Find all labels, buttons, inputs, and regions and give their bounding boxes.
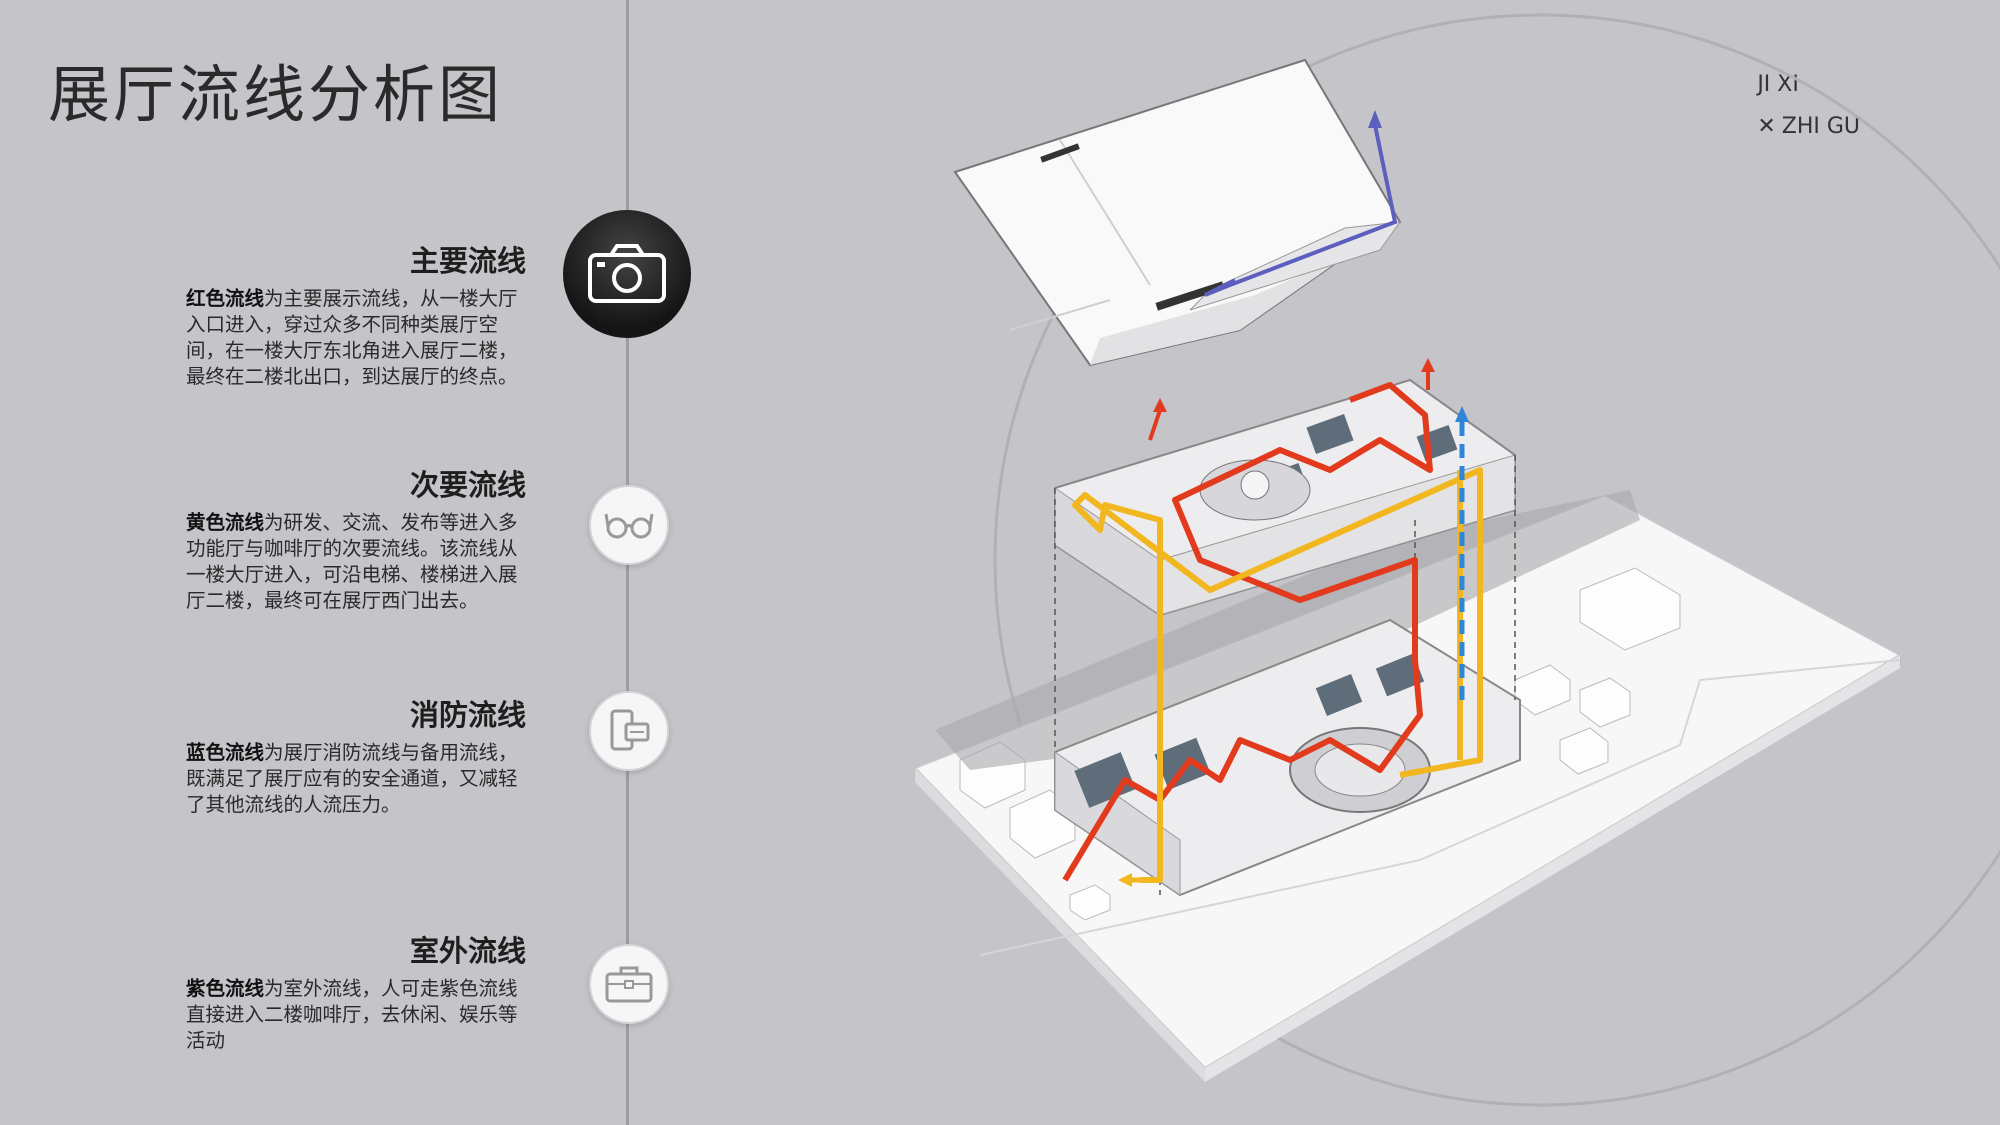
brand-line-2: ZHI GU xyxy=(1781,114,1860,139)
section-heading: 次要流线 xyxy=(409,468,526,502)
section-node-fire[interactable] xyxy=(589,691,669,771)
briefcase-icon xyxy=(605,966,653,1003)
camera-icon xyxy=(588,244,666,303)
section-text: 为主要展示流线，从一楼大厅入口进入，穿过众多不同种类展厅空间，在一楼大厅东北角进… xyxy=(186,287,518,388)
section-main-route: 主要流线 红色流线为主要展示流线，从一楼大厅入口进入，穿过众多不同种类展厅空间，… xyxy=(186,238,526,390)
section-body: 黄色流线为研发、交流、发布等进入多功能厅与咖啡厅的次要流线。该流线从一楼大厅进入… xyxy=(186,510,526,614)
section-body: 紫色流线为室外流线，人可走紫色流线直接进入二楼咖啡厅，去休闲、娱乐等活动 xyxy=(186,976,526,1054)
section-node-outdoor[interactable] xyxy=(589,944,669,1024)
section-fire-route: 消防流线 蓝色流线为展厅消防流线与备用流线，既满足了展厅应有的安全通道，又减轻了… xyxy=(186,692,526,818)
glasses-icon xyxy=(604,513,654,539)
section-text: 为展厅消防流线与备用流线，既满足了展厅应有的安全通道，又减轻了其他流线的人流压力… xyxy=(186,741,518,816)
section-body: 蓝色流线为展厅消防流线与备用流线，既满足了展厅应有的安全通道，又减轻了其他流线的… xyxy=(186,740,526,818)
section-lead: 蓝色流线 xyxy=(186,741,265,764)
section-text: 为研发、交流、发布等进入多功能厅与咖啡厅的次要流线。该流线从一楼大厅进入，可沿电… xyxy=(186,511,518,612)
building-axonometric-diagram xyxy=(913,13,2000,1107)
section-heading: 室外流线 xyxy=(409,934,526,968)
section-secondary-route: 次要流线 黄色流线为研发、交流、发布等进入多功能厅与咖啡厅的次要流线。该流线从一… xyxy=(186,462,526,614)
page-title: 展厅流线分析图 xyxy=(48,58,504,131)
devices-icon xyxy=(610,709,650,751)
roof xyxy=(953,58,1402,367)
purple-route xyxy=(1204,124,1398,297)
red-route xyxy=(1062,358,1435,882)
section-lead: 黄色流线 xyxy=(186,511,265,534)
section-lead: 红色流线 xyxy=(186,287,265,310)
section-node-main[interactable] xyxy=(563,210,691,338)
section-heading: 主要流线 xyxy=(409,244,526,278)
brand-mark: ✕ xyxy=(1757,114,1776,139)
section-outdoor-route: 室外流线 紫色流线为室外流线，人可走紫色流线直接进入二楼咖啡厅，去休闲、娱乐等活… xyxy=(186,928,526,1054)
purple-route-arrow xyxy=(1368,110,1382,128)
background-circle xyxy=(993,13,2000,1107)
section-heading: 消防流线 xyxy=(409,698,526,732)
section-node-secondary[interactable] xyxy=(589,485,669,565)
blue-route xyxy=(1455,406,1469,700)
section-body: 红色流线为主要展示流线，从一楼大厅入口进入，穿过众多不同种类展厅空间，在一楼大厅… xyxy=(186,286,526,390)
section-text: 为室外流线，人可走紫色流线直接进入二楼咖啡厅，去休闲、娱乐等活动 xyxy=(186,977,518,1052)
section-lead: 紫色流线 xyxy=(186,977,265,1000)
